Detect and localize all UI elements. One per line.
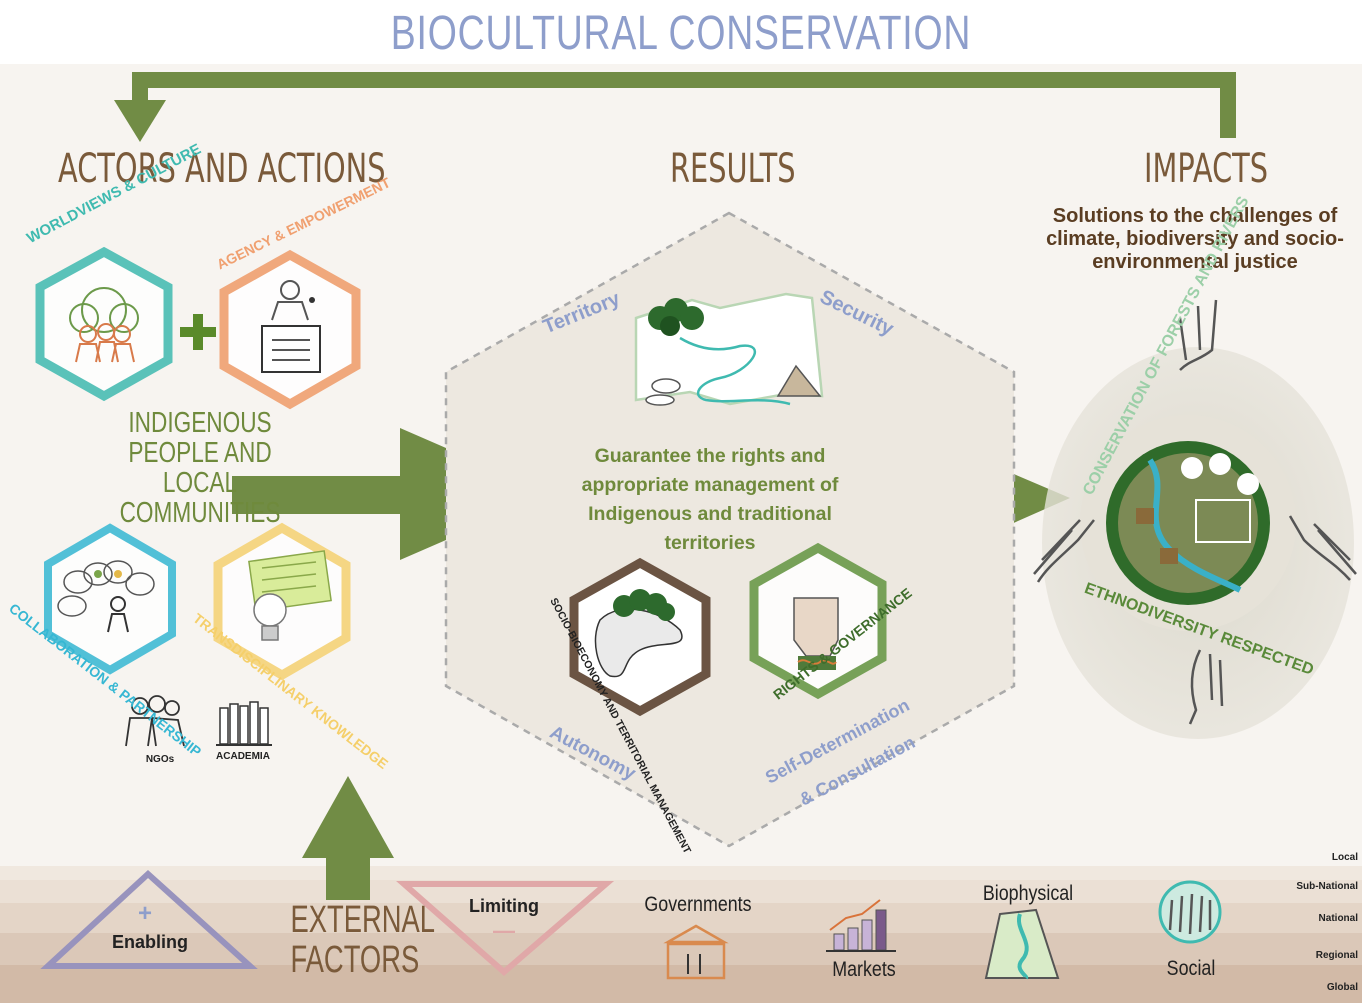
scale-regional: Regional: [1315, 950, 1358, 961]
enabling-triangle: [40, 869, 258, 969]
ngos-label: NGOs: [145, 754, 175, 765]
collaboration-hexagon: [44, 523, 176, 675]
impacts-oval: [1042, 347, 1354, 739]
limiting-minus: —: [493, 918, 515, 943]
hand-icons: [1033, 299, 1357, 725]
territory-map: [634, 292, 824, 406]
results-center-text: Guarantee the rights and appropriate man…: [581, 445, 839, 554]
governments-label: Governments: [644, 893, 752, 916]
results-heading: Results: [670, 146, 796, 192]
social-icon: [1158, 880, 1222, 944]
enabling-plus: +: [138, 900, 153, 927]
transdisciplinary-hexagon: [213, 522, 351, 681]
external-heading-line1: EXTERNAL: [290, 899, 435, 941]
impacts-description: Solutions to the challenges of climate, …: [1046, 205, 1344, 273]
external-heading-line2: FACTORS: [290, 939, 420, 981]
biophysical-icon: [984, 908, 1060, 980]
plus-icon: [180, 314, 216, 350]
actors-heading: Actors and Actions: [58, 146, 386, 192]
scale-local: Local: [1331, 852, 1358, 863]
markets-icon: [826, 899, 896, 952]
academia-icon: [216, 701, 272, 746]
feedback-arrow-line: [132, 72, 1236, 138]
limiting-triangle: [396, 881, 615, 976]
worldviews-hexagon: [35, 246, 173, 402]
social-label: Social: [1166, 957, 1216, 980]
governments-icon: [663, 924, 729, 980]
scale-subnational: Sub-National: [1296, 881, 1358, 892]
ipl-label: INDIGENOUS PEOPLE AND LOCAL COMMUNITIES: [119, 407, 281, 529]
arrow-external-up: [302, 776, 394, 900]
results-hexagon: [444, 211, 1016, 848]
biophysical-label: Biophysical: [982, 882, 1074, 905]
enabling-label: Enabling: [112, 932, 188, 952]
socio-bioeconomy-hexagon: [569, 557, 711, 717]
agency-hexagon: [219, 249, 361, 410]
rights-hexagon: [749, 542, 887, 700]
scale-global: Global: [1326, 982, 1358, 993]
limiting-label: Limiting: [469, 896, 539, 916]
feedback-arrowhead: [114, 100, 166, 142]
academia-label: ACADEMIA: [216, 751, 270, 762]
impacts-heading: Impacts: [1144, 146, 1269, 192]
ngos-icon: [125, 695, 185, 747]
markets-label: Markets: [832, 958, 896, 981]
scale-national: National: [1318, 913, 1358, 924]
external-factors-heading: EXTERNAL FACTORS: [290, 899, 435, 981]
diagram-title: BIOCULTURAL CONSERVATION: [390, 7, 972, 60]
